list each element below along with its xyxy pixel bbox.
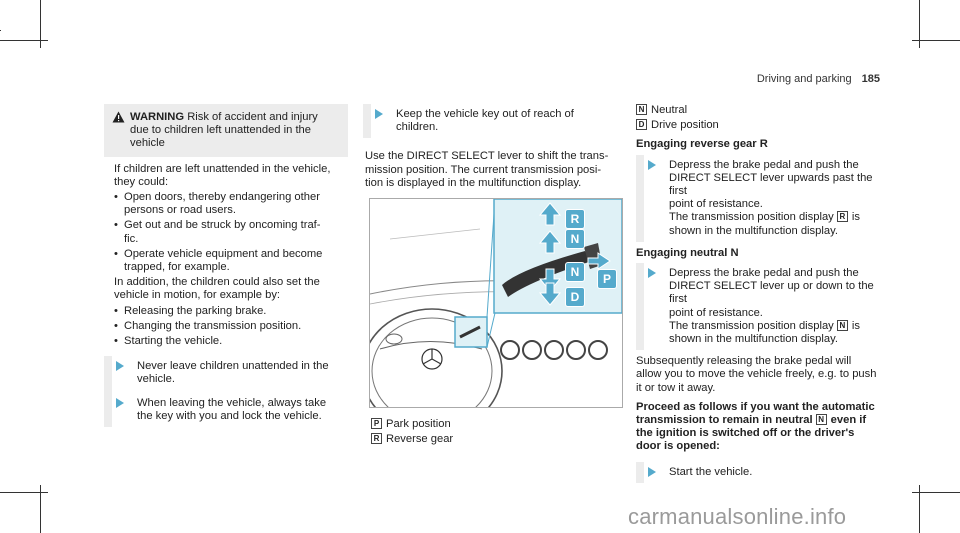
list-item: Operate vehicle equipment and becometrap… [114,248,348,274]
crop-mark [919,485,920,533]
warning-text: due to children left unattended in the [130,124,311,137]
section-heading: Engaging neutral N [636,246,739,259]
key-symbol: N [636,104,647,115]
list-item: Releasing the parking brake. [114,305,348,318]
section-heading: Engaging reverse gear R [636,138,768,151]
instruction-box: Start the vehicle. [636,461,886,483]
key-symbol: P [371,418,382,429]
section-title: Driving and parking [756,73,852,85]
position-badge-d: D [565,287,585,307]
crop-mark [0,30,1,31]
watermark: carmanualsonline.info [628,504,847,529]
step-arrow-icon [648,268,656,279]
step-arrow-icon [648,466,656,477]
paragraph: Subsequently releasing the brake pedal w… [636,355,877,394]
instruction-step: Start the vehicle. [644,466,886,479]
key-symbol: D [636,119,647,131]
list-item: Starting the vehicle. [114,335,348,348]
position-badge-n: N [565,262,585,282]
position-badge-n: N [565,229,585,249]
text-line: they could: [114,175,169,188]
list-item: Open doors, thereby endangering otherper… [114,191,348,217]
key-symbol: N [815,414,827,426]
list-item: Changing the transmission position. [114,320,348,333]
crop-mark [0,40,48,41]
position-badge-p: P [597,269,617,289]
page-number: 185 [861,73,880,85]
text-line: vehicle in motion, for example by: [114,289,281,302]
position-badge-r: R [565,209,585,229]
step-arrow-icon [375,109,383,119]
text-line: In addition, the children could also set… [114,276,320,289]
crop-mark [919,0,920,48]
warning-text: Risk of accident and injury [187,111,318,123]
step-arrow-icon [116,397,124,408]
warning-title: WARNING [130,111,185,123]
warning-box: WARNING Risk of accident and injury due … [104,104,348,157]
key-symbol: R [371,433,382,445]
section-heading: Proceed as follows if you want the autom… [636,400,875,453]
paragraph: If children are left unattended in the v… [104,163,348,349]
crop-mark [912,40,960,41]
direct-select-illustration: R N N P D [361,198,623,434]
text-line: If children are left unattended in the v… [114,162,331,175]
crop-mark [40,485,41,533]
running-header: Driving and parking 185 [757,73,880,85]
warning-text: vehicle [130,137,165,150]
step-arrow-icon [648,159,656,170]
warning-triangle-icon [112,111,130,151]
key-symbol: N [836,319,848,331]
crop-mark [0,492,48,493]
crop-mark [912,492,960,493]
column-left: WARNING Risk of accident and injury due … [104,104,348,435]
crop-mark [40,0,41,48]
step-arrow-icon [116,361,124,372]
key-symbol: R [836,211,848,223]
list-item: Get out and be struck by oncoming traf-f… [114,219,348,245]
paragraph: Use the DIRECT SELECT lever to shift the… [365,150,609,189]
